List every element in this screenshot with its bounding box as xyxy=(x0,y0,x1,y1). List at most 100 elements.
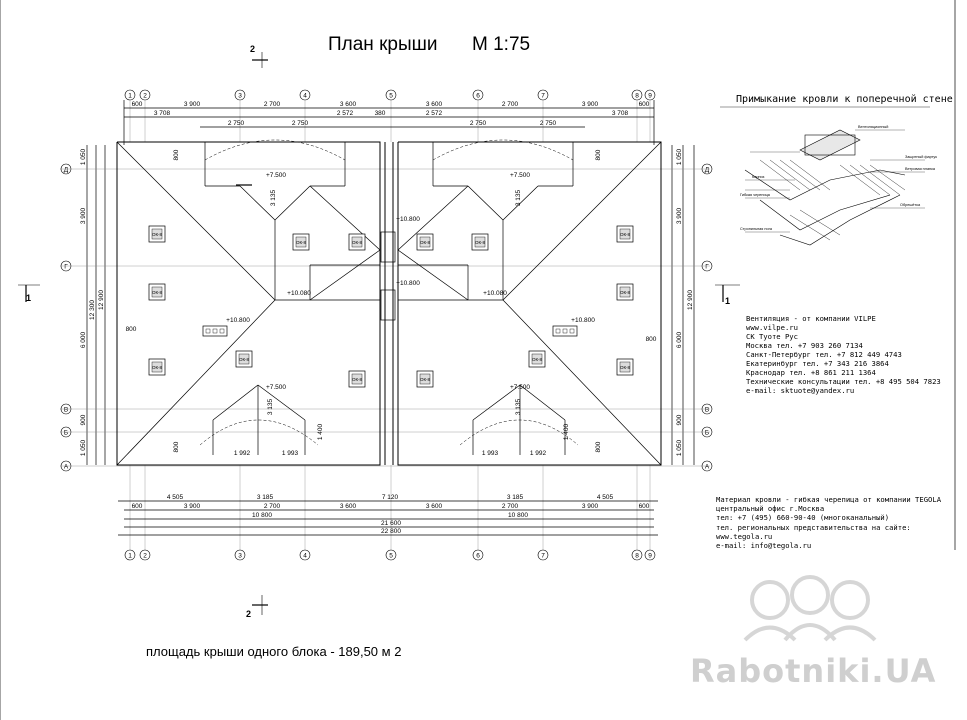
junction-label: Стропильная нога xyxy=(740,227,773,231)
svg-text:ОК-8: ОК-8 xyxy=(296,240,307,245)
ridge-dimension-label: 3 135 xyxy=(515,398,522,415)
left-dimension-label: 900 xyxy=(80,414,87,425)
junction-label: Вентиляционный xyxy=(858,125,888,129)
bottom-dimension-label: 22 800 xyxy=(381,528,401,535)
axis-marker-bottom: 6 xyxy=(472,549,484,561)
top-dimension-label: 2 750 xyxy=(470,120,487,127)
left-dimension-label: 12 900 xyxy=(98,290,105,310)
svg-text:9: 9 xyxy=(648,552,652,559)
svg-text:Г: Г xyxy=(64,263,68,270)
svg-text:ОК-8: ОК-8 xyxy=(152,365,163,370)
svg-text:В: В xyxy=(705,406,709,413)
small-dimension-label: 800 xyxy=(173,441,180,452)
top-dimension-label: 2 750 xyxy=(292,120,309,127)
ridge-dimension-label: 3 135 xyxy=(270,189,277,206)
junction-label: Карниз xyxy=(752,175,765,179)
svg-text:8: 8 xyxy=(635,92,639,99)
axis-marker-top: 5 xyxy=(385,89,397,101)
right-block-hips xyxy=(397,141,662,466)
vent-line: Вентиляция - от компании VILPE xyxy=(746,314,876,323)
svg-text:1: 1 xyxy=(128,552,132,559)
small-dimension-label: 1 992 xyxy=(530,450,547,457)
axis-marker-bottom: 7 xyxy=(537,549,549,561)
bottom-dimension-label: 2 700 xyxy=(502,503,519,510)
left-dimension-label: 1 050 xyxy=(80,148,87,165)
small-dimension-label: 800 xyxy=(595,149,602,160)
small-dimension-label: 1 993 xyxy=(482,450,499,457)
roof-hatch-icon: ОК-8 xyxy=(292,233,310,251)
chimneys xyxy=(380,231,396,321)
svg-text:ОК-8: ОК-8 xyxy=(352,240,363,245)
top-dimension-label: 3 600 xyxy=(340,101,357,108)
junction-labels: Вентиляционный Защитный фартук Ветровая … xyxy=(740,125,937,231)
roof-hatch-icon: ОК-8 xyxy=(471,233,489,251)
section-mark-bottom: 2 xyxy=(246,609,251,619)
bottom-dimension-label: 600 xyxy=(639,503,650,510)
top-dimension-label: 3 708 xyxy=(612,110,629,117)
top-dimension-label: 600 xyxy=(639,101,650,108)
bottom-dimension-label: 3 900 xyxy=(582,503,599,510)
elevation-mark: +10.080 xyxy=(483,290,507,297)
roof-hatch-icon: ОК-8 xyxy=(148,283,166,301)
drawing-scale: М 1:75 xyxy=(472,34,531,55)
bottom-dimension-label: 7 120 xyxy=(382,494,399,501)
vent-line: Санкт-Петербург тел. +7 812 449 4743 xyxy=(746,350,902,359)
svg-text:6: 6 xyxy=(476,92,480,99)
vent-block-icon xyxy=(552,325,578,337)
top-dimension-label: 2 700 xyxy=(502,101,519,108)
svg-text:ОК-8: ОК-8 xyxy=(620,365,631,370)
svg-text:В: В xyxy=(64,406,68,413)
bottom-dimension-lines xyxy=(118,500,658,536)
junction-label: Обрешётка xyxy=(900,203,921,207)
svg-text:4: 4 xyxy=(303,552,307,559)
svg-text:2: 2 xyxy=(143,552,147,559)
axis-marker-bottom: 9 xyxy=(644,549,656,561)
axis-marker-top: 1 xyxy=(124,89,136,101)
ridge-dimension-label: 3 135 xyxy=(515,189,522,206)
elevation-mark: +7.500 xyxy=(266,172,286,179)
right-dimension-label: 1 050 xyxy=(676,148,683,165)
svg-text:Д: Д xyxy=(705,166,710,173)
svg-text:А: А xyxy=(64,463,69,470)
ridge-dimension-label: 1 400 xyxy=(317,423,324,440)
material-line: центральный офис г.Москва xyxy=(716,504,825,514)
left-dimension-label: 3 900 xyxy=(80,207,87,224)
right-dimension-label: 12 900 xyxy=(687,290,694,310)
right-dimension-label: 6 000 xyxy=(676,331,683,348)
section-mark-top: 2 xyxy=(250,44,255,54)
vent-line: Краснодар тел. +8 861 211 1364 xyxy=(746,368,876,377)
svg-text:ОК-8: ОК-8 xyxy=(532,357,543,362)
ridge-dimension-label: 1 400 xyxy=(563,423,570,440)
bottom-dimension-label: 3 600 xyxy=(340,503,357,510)
bottom-dimension-label: 3 900 xyxy=(184,503,201,510)
small-dimension-label: 1 992 xyxy=(234,450,251,457)
bottom-dimension-label: 10 800 xyxy=(252,512,272,519)
svg-text:5: 5 xyxy=(389,92,393,99)
left-dimension-lines xyxy=(86,145,106,465)
left-dimension-label: 1 050 xyxy=(80,439,87,456)
svg-text:3: 3 xyxy=(238,552,242,559)
dimension-labels: 600 3 900 2 700 3 600 3 600 2 700 3 900 600 3 70… xyxy=(80,101,694,535)
axis-marker-top: 9 xyxy=(644,89,656,101)
roof-hatch-icon: ОК-8 xyxy=(616,225,634,243)
material-line: тел. региональных представительства на с… xyxy=(716,522,911,532)
watermark-logo-icon xyxy=(743,575,877,642)
roof-hatch-icon: ОК-8 xyxy=(416,370,434,388)
small-dimension-label: 1 993 xyxy=(282,450,299,457)
svg-text:9: 9 xyxy=(648,92,652,99)
material-line: www.tegola.ru xyxy=(716,531,773,541)
bottom-dimension-label: 10 800 xyxy=(508,512,528,519)
svg-text:5: 5 xyxy=(389,552,393,559)
dormer-arcs xyxy=(199,139,579,446)
svg-text:Б: Б xyxy=(64,429,68,436)
bottom-dimension-label: 3 185 xyxy=(257,494,274,501)
bottom-dimension-label: 21 600 xyxy=(381,520,401,527)
svg-text:ОК-8: ОК-8 xyxy=(420,240,431,245)
roof-hatch-icon: ОК-8 xyxy=(148,358,166,376)
svg-text:7: 7 xyxy=(541,552,545,559)
elevation-mark: +7.500 xyxy=(266,384,286,391)
elevation-mark: +10.800 xyxy=(396,280,420,287)
